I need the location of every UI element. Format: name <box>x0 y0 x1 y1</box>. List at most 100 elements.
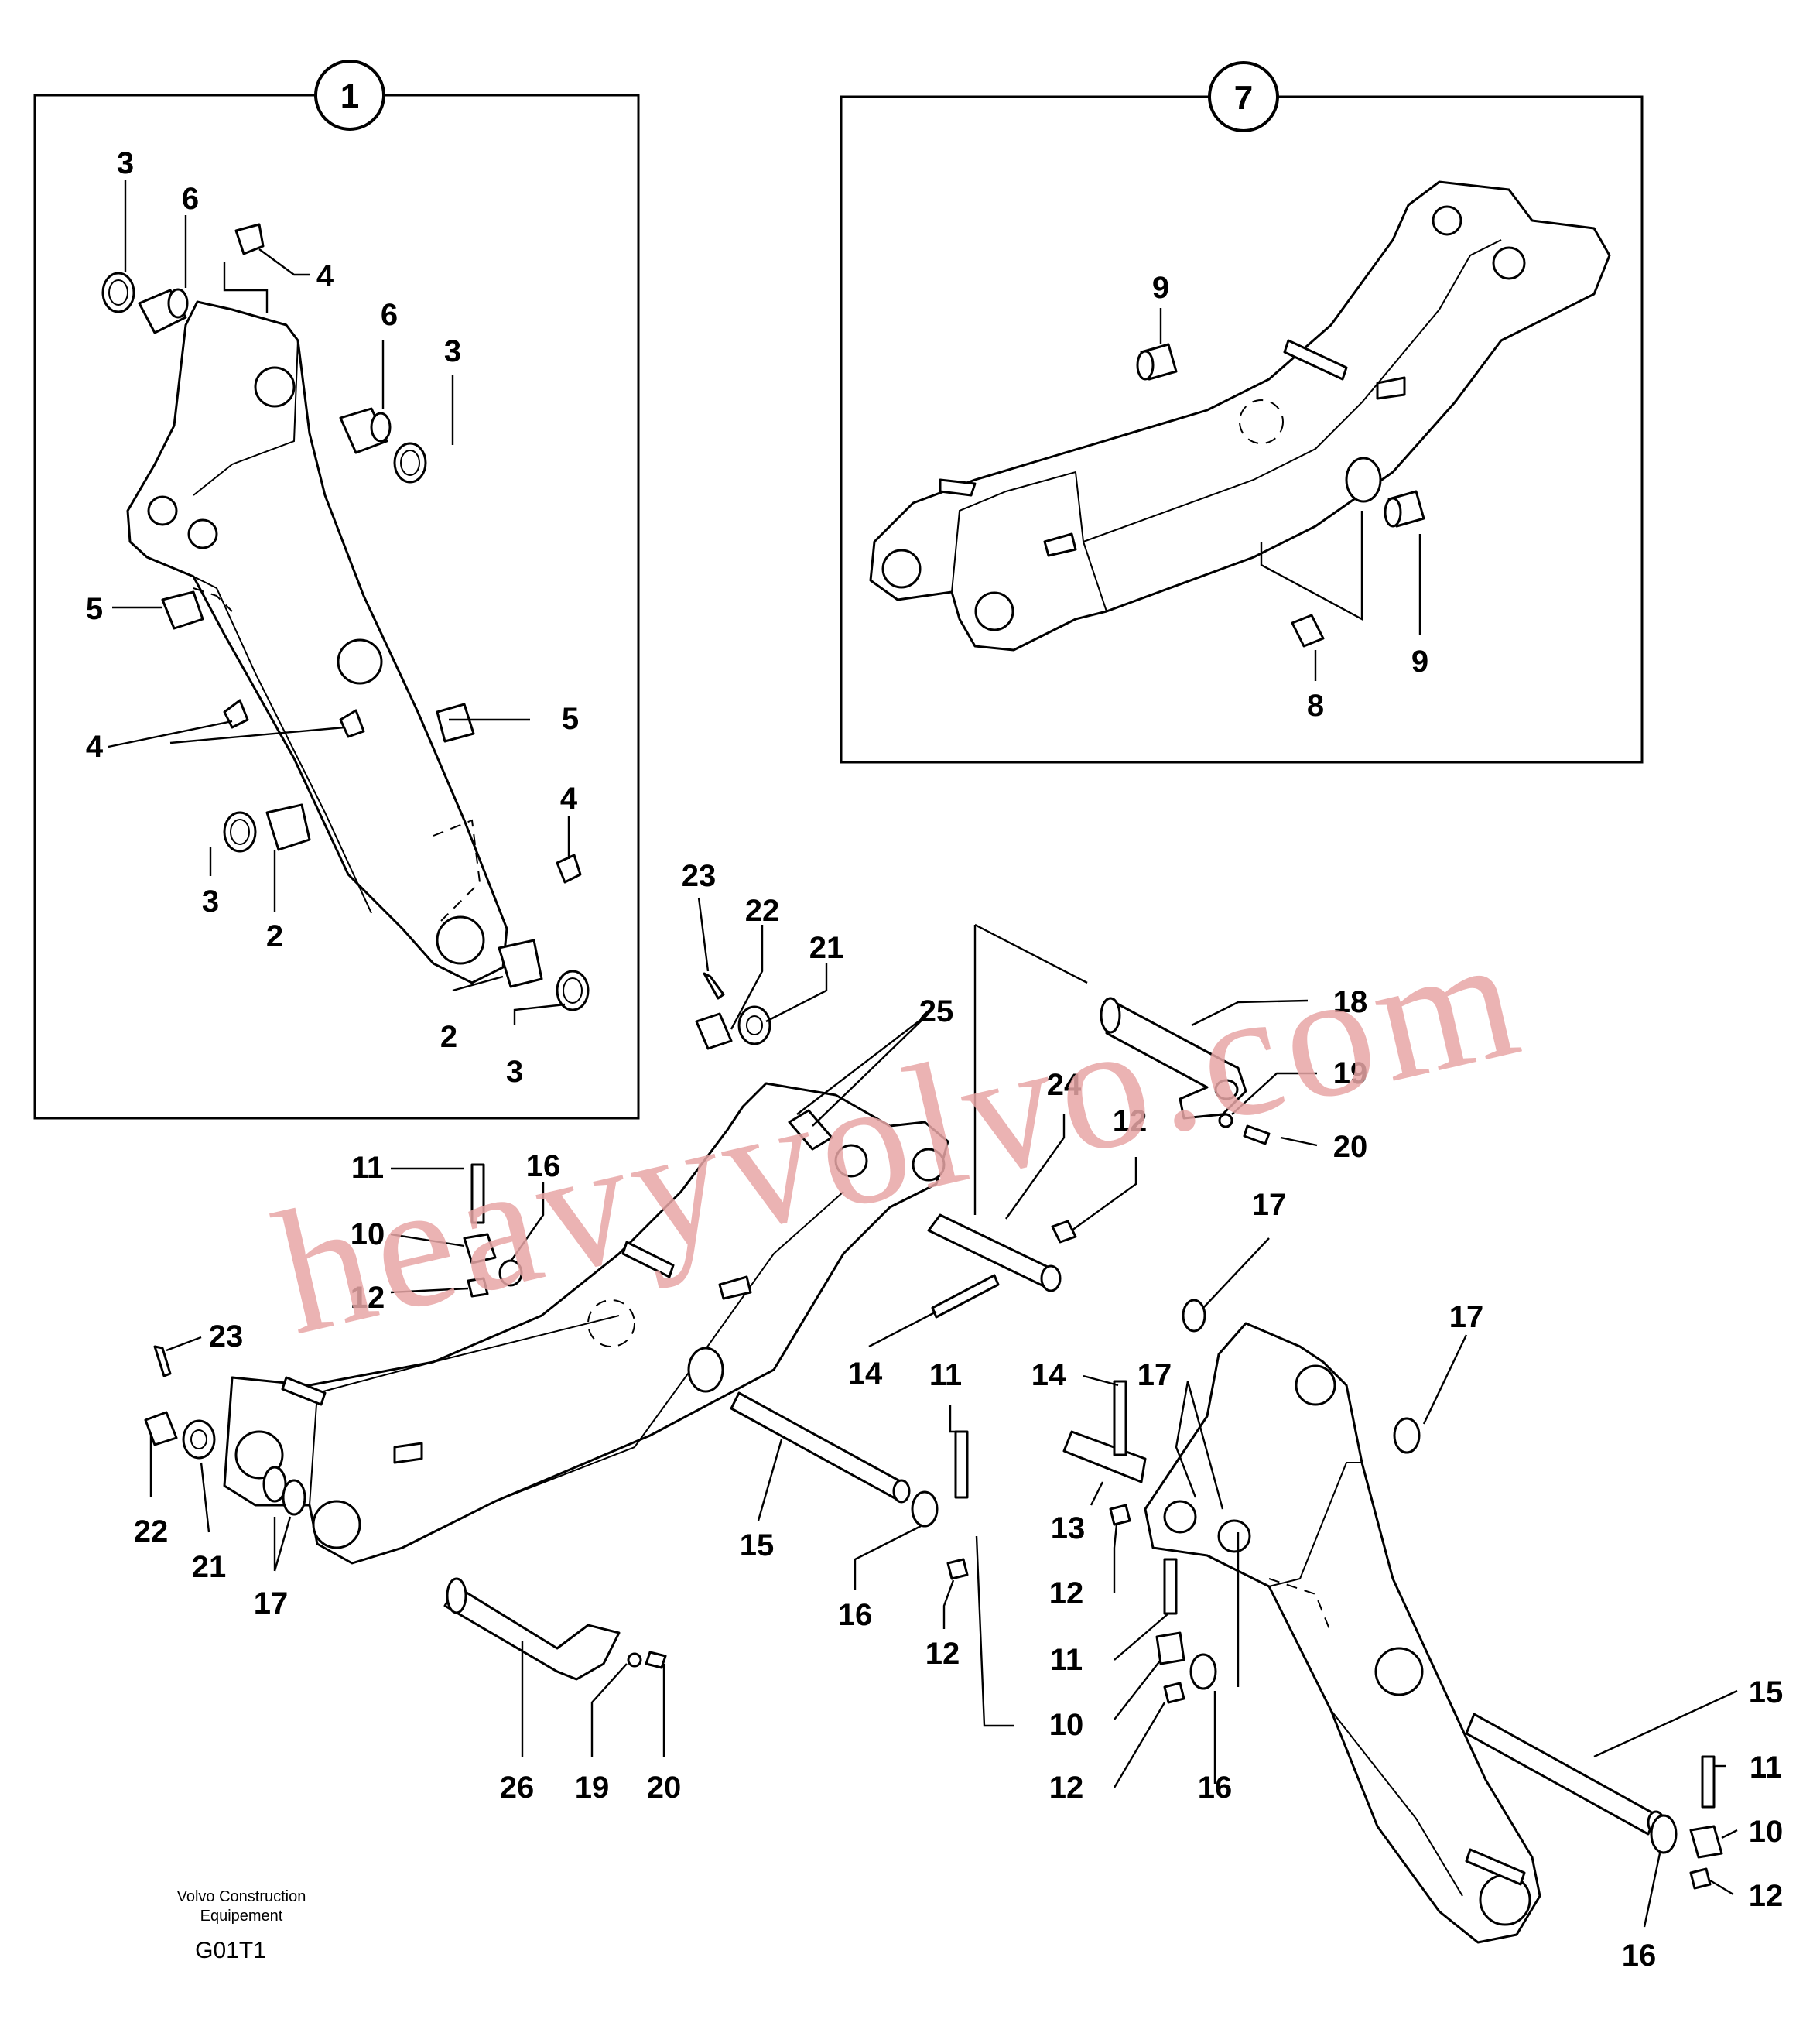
label-12: 12 <box>1113 1104 1148 1138</box>
detail-7-leaders <box>1159 308 1421 681</box>
label-2: 2 <box>440 1020 457 1054</box>
label-3: 3 <box>117 146 134 180</box>
label-12: 12 <box>1749 1879 1784 1913</box>
label-22: 22 <box>745 894 780 928</box>
pin-18 <box>1105 1001 1247 1120</box>
bolt-14 <box>931 1274 1000 1319</box>
detail-1-leaders <box>108 180 570 1025</box>
spacer <box>463 1233 497 1264</box>
label-9: 9 <box>1411 645 1428 679</box>
bushing <box>498 939 543 988</box>
seal-ring <box>101 272 135 313</box>
split-pin <box>153 1345 172 1377</box>
label-18: 18 <box>1333 985 1368 1019</box>
label-2: 2 <box>266 919 283 953</box>
seal-ring <box>393 442 427 484</box>
label-12: 12 <box>351 1281 385 1315</box>
washer <box>182 1419 216 1460</box>
label-20: 20 <box>647 1771 682 1805</box>
label-10: 10 <box>1049 1708 1084 1742</box>
detail-1-callout <box>314 60 385 131</box>
label-16: 16 <box>526 1149 561 1183</box>
pin-15 <box>1465 1713 1658 1836</box>
grease-nipple <box>234 223 265 255</box>
main-leaders <box>149 897 1738 1928</box>
pin-26 <box>443 1585 621 1681</box>
label-6: 6 <box>381 298 398 332</box>
label-3: 3 <box>444 334 461 368</box>
label-19: 19 <box>1333 1056 1368 1090</box>
castle-nut <box>695 1012 733 1050</box>
detail-7-stick-arm <box>869 180 1611 652</box>
label-26: 26 <box>500 1771 535 1805</box>
split-pin <box>703 972 725 1000</box>
label-16: 16 <box>1198 1771 1233 1805</box>
detail-7-parts <box>1136 343 1425 648</box>
detail-1-number: 1 <box>340 77 359 115</box>
grease-nipple <box>556 854 582 884</box>
drawing-code: G01T1 <box>195 1938 266 1963</box>
label-22: 22 <box>134 1514 169 1549</box>
label-12: 12 <box>1049 1576 1084 1610</box>
label-17: 17 <box>1138 1358 1172 1392</box>
label-17: 17 <box>1252 1188 1287 1222</box>
label-23: 23 <box>682 859 717 893</box>
main-parts <box>145 972 1723 1890</box>
detail-1-parts <box>101 223 590 1011</box>
label-16: 16 <box>838 1598 873 1632</box>
grease-nipple <box>223 699 249 729</box>
grease-nipple <box>1291 614 1325 648</box>
grease-nipple <box>339 709 365 738</box>
label-11: 11 <box>1750 1750 1782 1785</box>
label-3: 3 <box>506 1055 523 1089</box>
detail-1-boom-arm <box>126 300 508 984</box>
footer-company-line1: Volvo Construction <box>177 1888 306 1905</box>
label-13: 13 <box>1051 1511 1086 1545</box>
label-17: 17 <box>1449 1300 1484 1334</box>
pin-13 <box>1062 1430 1147 1483</box>
label-10: 10 <box>351 1217 385 1251</box>
label-17: 17 <box>254 1586 289 1620</box>
label-4: 4 <box>560 782 578 816</box>
bushing <box>265 803 311 851</box>
label-11: 11 <box>1050 1643 1083 1677</box>
label-5: 5 <box>562 702 579 736</box>
label-8: 8 <box>1307 689 1324 723</box>
bushing <box>161 590 204 630</box>
bushing <box>436 703 475 743</box>
label-5: 5 <box>86 592 103 626</box>
detail-7-number: 7 <box>1234 79 1253 117</box>
detail-7-callout <box>1208 61 1279 132</box>
pin-15 <box>730 1391 903 1501</box>
seal-ring <box>223 811 257 853</box>
label-9: 9 <box>1152 271 1169 305</box>
label-3: 3 <box>202 885 219 919</box>
label-11: 11 <box>929 1358 962 1392</box>
footer-company-line2: Equipement <box>200 1908 283 1925</box>
label-10: 10 <box>1749 1815 1784 1849</box>
label-14: 14 <box>1031 1358 1066 1392</box>
label-15: 15 <box>740 1528 775 1562</box>
main-boom-arm <box>1144 1322 1541 1944</box>
label-6: 6 <box>182 182 199 216</box>
label-14: 14 <box>848 1357 883 1391</box>
label-4: 4 <box>86 730 104 764</box>
washer <box>737 1005 771 1045</box>
label-23: 23 <box>209 1319 244 1353</box>
label-20: 20 <box>1333 1130 1368 1164</box>
label-21: 21 <box>809 931 844 965</box>
spring-25 <box>788 1109 833 1151</box>
bolt <box>470 1163 485 1224</box>
label-11: 11 <box>351 1151 384 1185</box>
label-19: 19 <box>575 1771 610 1805</box>
label-4: 4 <box>316 259 334 293</box>
label-15: 15 <box>1749 1675 1784 1709</box>
label-21: 21 <box>192 1550 227 1584</box>
label-25: 25 <box>919 994 954 1028</box>
detail-1-frame: 1 <box>33 60 640 1120</box>
label-16: 16 <box>1622 1939 1657 1973</box>
detail-7-frame: 7 <box>840 61 1644 764</box>
label-24: 24 <box>1047 1068 1082 1102</box>
seal-ring <box>556 970 590 1011</box>
